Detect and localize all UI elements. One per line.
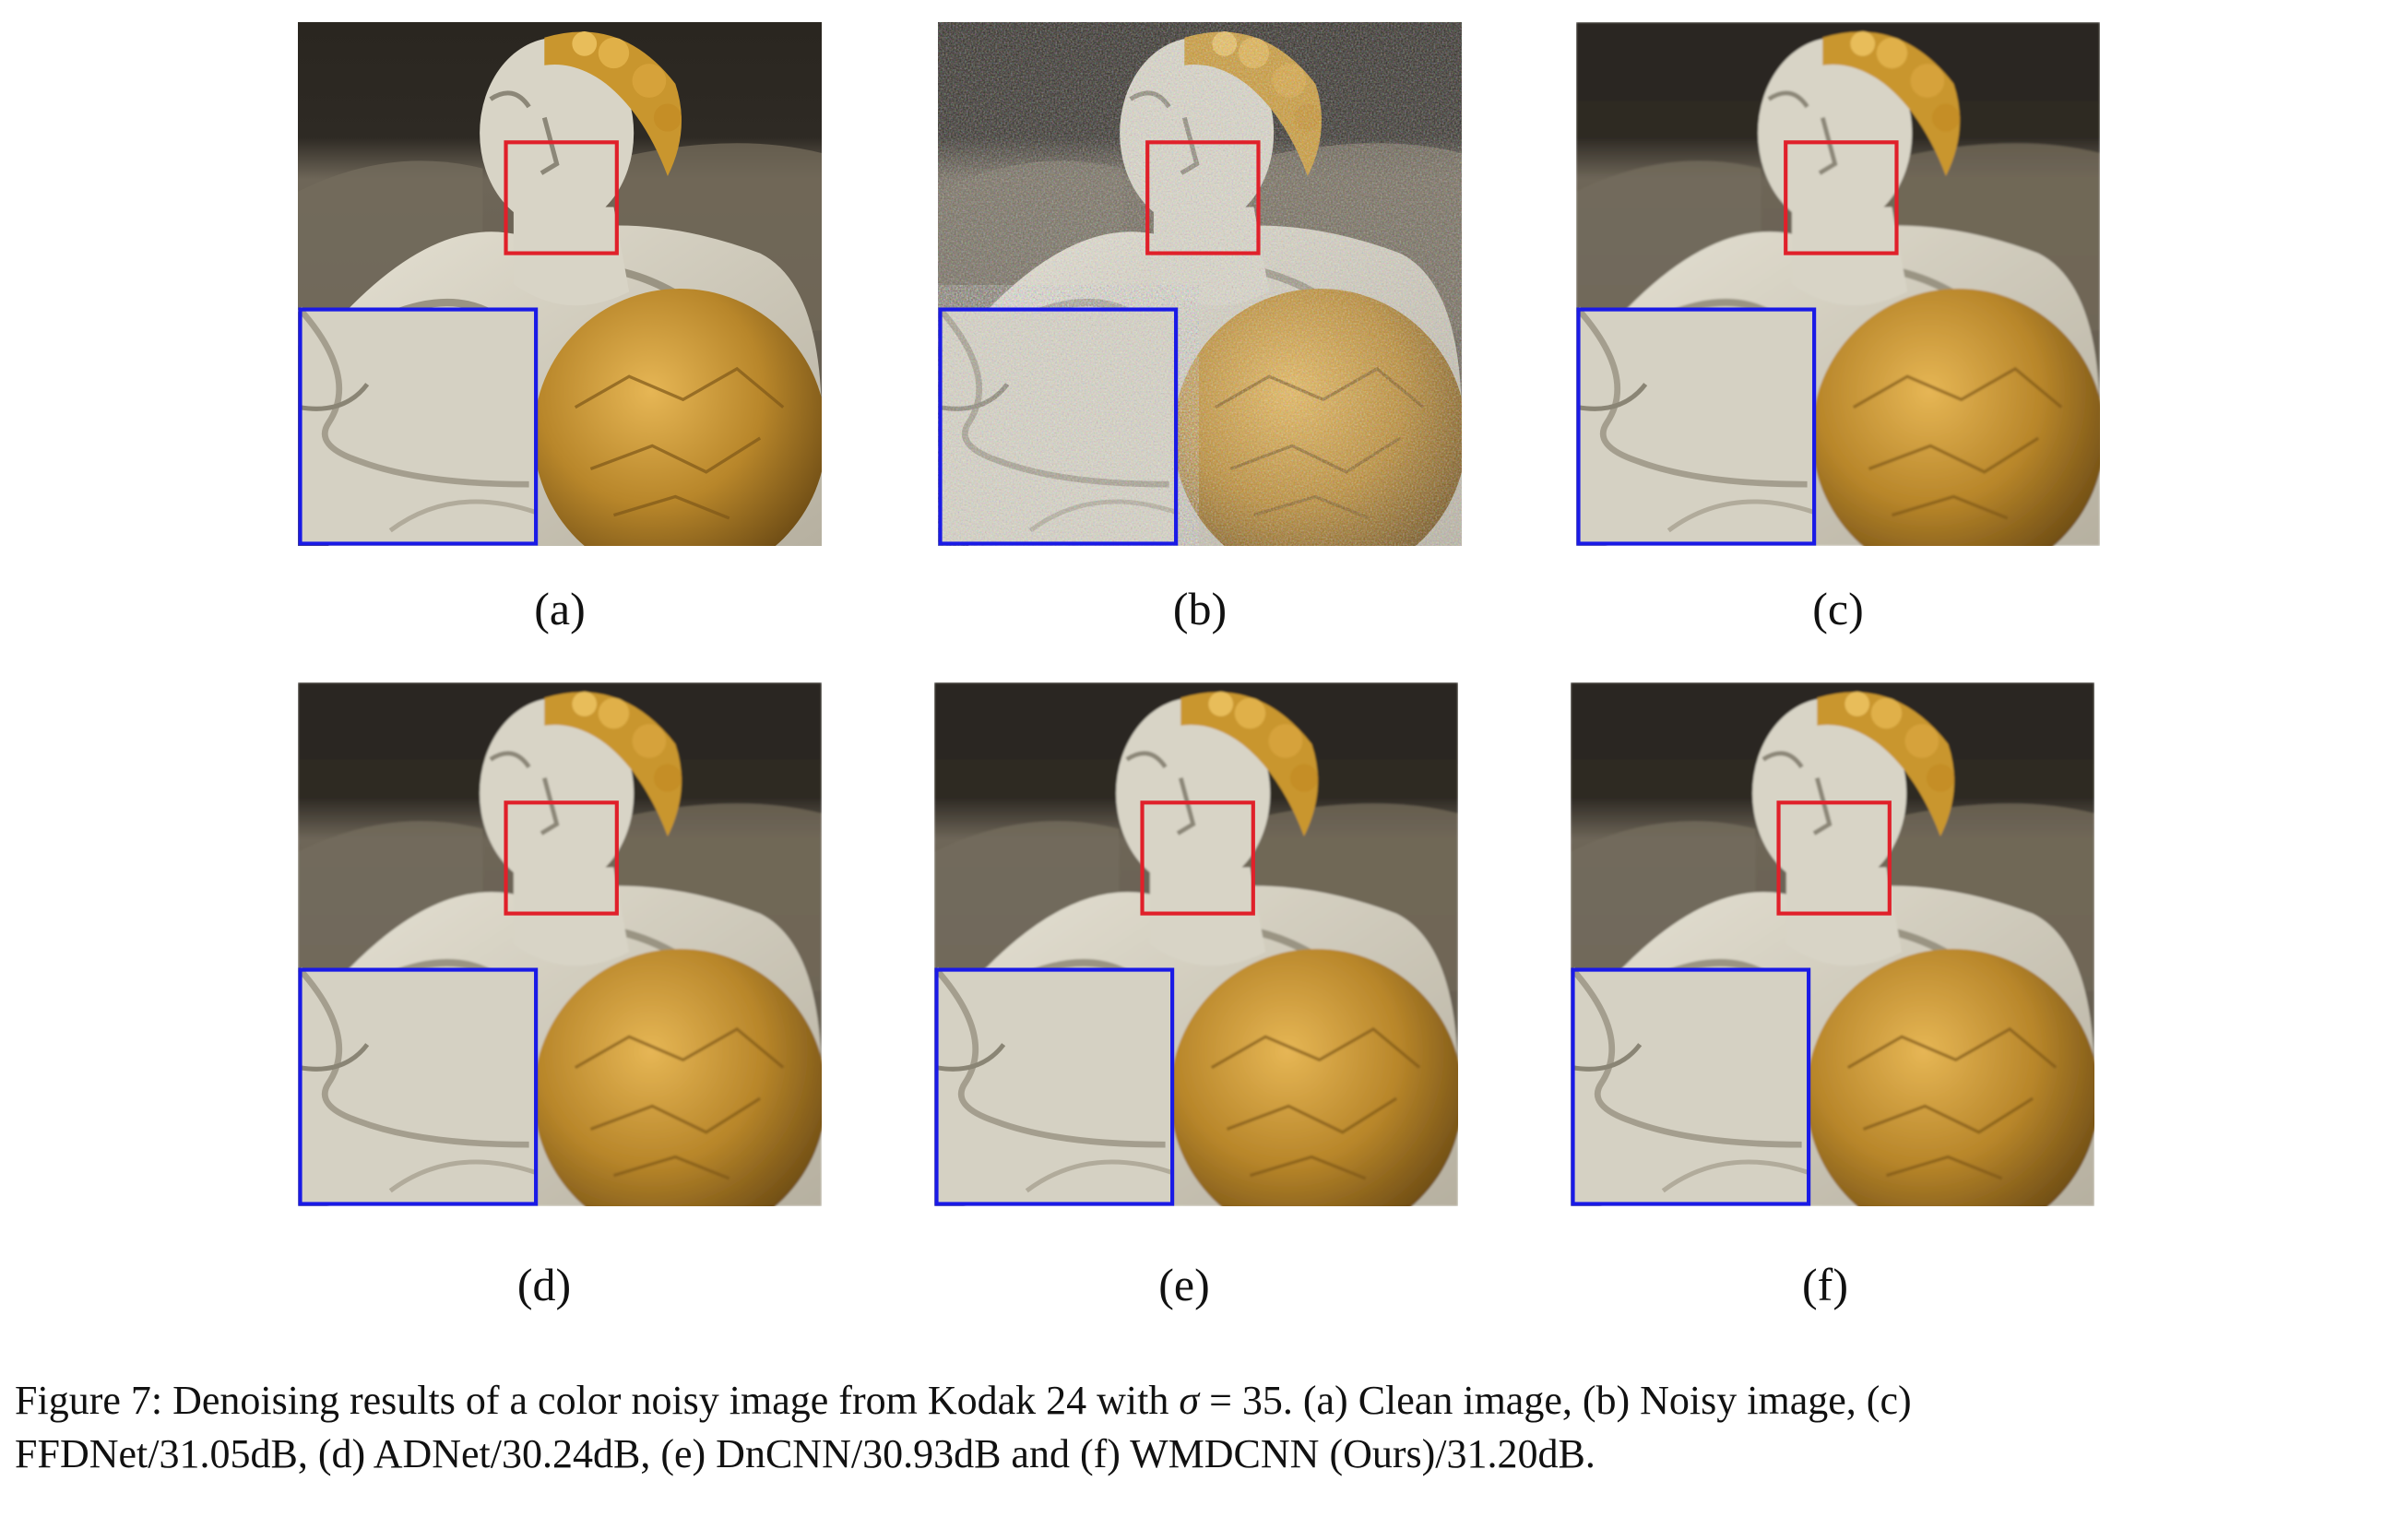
panel-c-label: (c) [1812,583,1864,634]
panel-b-label: (b) [1172,583,1228,634]
sigma-symbol: σ [1179,1378,1200,1423]
caption-line-1-start: Figure 7: Denoising results of a color n… [15,1378,1180,1423]
panel-d-image [298,682,822,1206]
caption-line-2: FFDNet/31.05dB, (d) ADNet/30.24dB, (e) D… [15,1431,1595,1476]
panel-b-image [938,22,1462,546]
panel-f-label: (f) [1802,1259,1848,1310]
panel-a-label: (a) [534,583,586,634]
caption-line-1: Figure 7: Denoising results of a color n… [15,1374,2399,1428]
caption-line-1-end: = 35. (a) Clean image, (b) Noisy image, … [1199,1378,1912,1423]
panel-d-label: (d) [516,1259,572,1310]
panel-e-image [934,682,1458,1206]
panel-a-image [298,22,822,546]
panel-f-image [1571,682,2094,1206]
figure-caption: Figure 7: Denoising results of a color n… [15,1374,2399,1481]
panel-c-image [1576,22,2100,546]
panel-e-label: (e) [1158,1259,1210,1310]
